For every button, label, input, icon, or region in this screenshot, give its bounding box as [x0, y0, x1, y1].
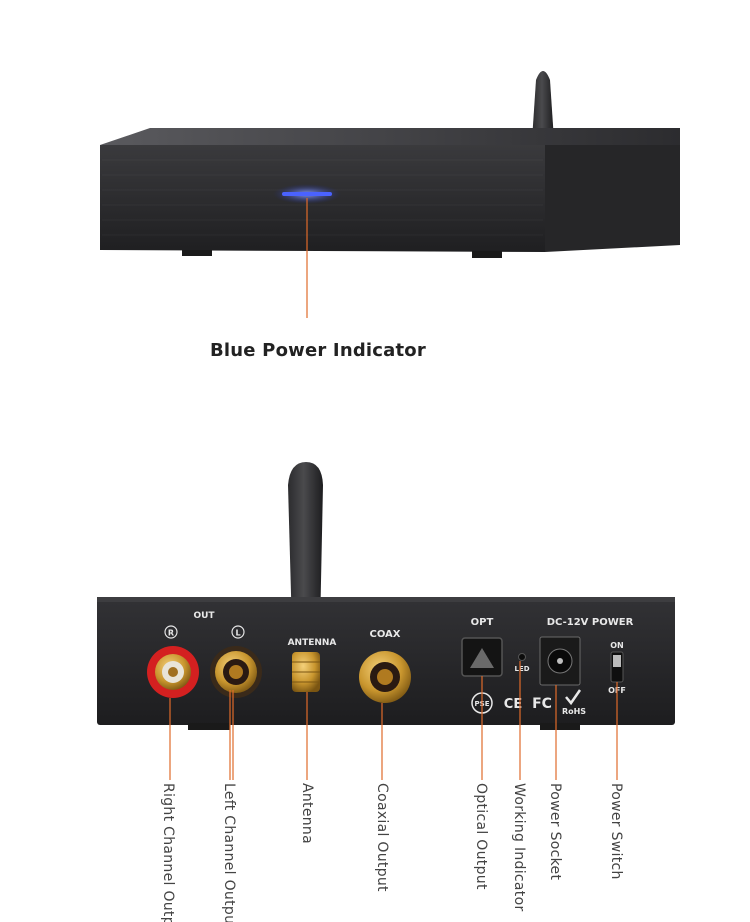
device-front-view: [100, 71, 680, 318]
rohs-mark: RoHS: [562, 707, 586, 716]
device-foot: [540, 723, 580, 730]
optical-output-port[interactable]: [461, 637, 503, 677]
callout-power-socket: Power Socket: [547, 783, 563, 881]
device-foot: [472, 251, 502, 258]
blue-power-indicator-icon: [282, 192, 332, 196]
callout-coaxial-output: Coaxial Output: [374, 783, 390, 892]
working-indicator-led: [518, 653, 526, 661]
on-label: ON: [610, 641, 624, 650]
ce-mark-icon: CE: [504, 697, 522, 712]
power-header-label: DC-12V POWER: [547, 617, 634, 628]
fc-mark-icon: FC: [532, 696, 552, 712]
coaxial-output-jack[interactable]: [359, 651, 411, 703]
blue-power-indicator-callout: Blue Power Indicator: [210, 340, 426, 361]
r-label: R: [168, 629, 174, 638]
device-lid: [100, 128, 680, 145]
opt-label: OPT: [471, 617, 494, 628]
rohs-check-icon: [565, 689, 582, 706]
left-channel-rca-jack[interactable]: [210, 646, 262, 698]
device-foot: [182, 250, 212, 256]
power-socket[interactable]: [539, 636, 581, 686]
out-label: OUT: [193, 611, 215, 621]
callout-left-channel-output: Left Channel Output: [221, 783, 237, 922]
antenna-top-view: [532, 71, 554, 140]
l-label: L: [235, 629, 240, 638]
callout-working-indicator: Working Indicator: [511, 783, 527, 912]
right-channel-rca-jack[interactable]: [147, 646, 199, 698]
power-switch[interactable]: [610, 651, 624, 683]
antenna-connector[interactable]: [292, 652, 320, 692]
led-label: LED: [514, 665, 529, 673]
coax-label: COAX: [369, 629, 400, 640]
device-right-side: [545, 145, 680, 252]
device-foot: [188, 723, 230, 730]
callout-antenna: Antenna: [299, 783, 315, 844]
callout-power-switch: Power Switch: [608, 783, 624, 880]
callout-optical-output: Optical Output: [473, 783, 489, 890]
leader-lines: [169, 661, 618, 780]
callout-right-channel-output: Right Channel Output: [160, 783, 176, 922]
antenna-label: ANTENNA: [288, 638, 337, 648]
device-rear-view: OUT R L ANTENNA COAX OPT LED DC-12V POWE…: [97, 462, 675, 780]
